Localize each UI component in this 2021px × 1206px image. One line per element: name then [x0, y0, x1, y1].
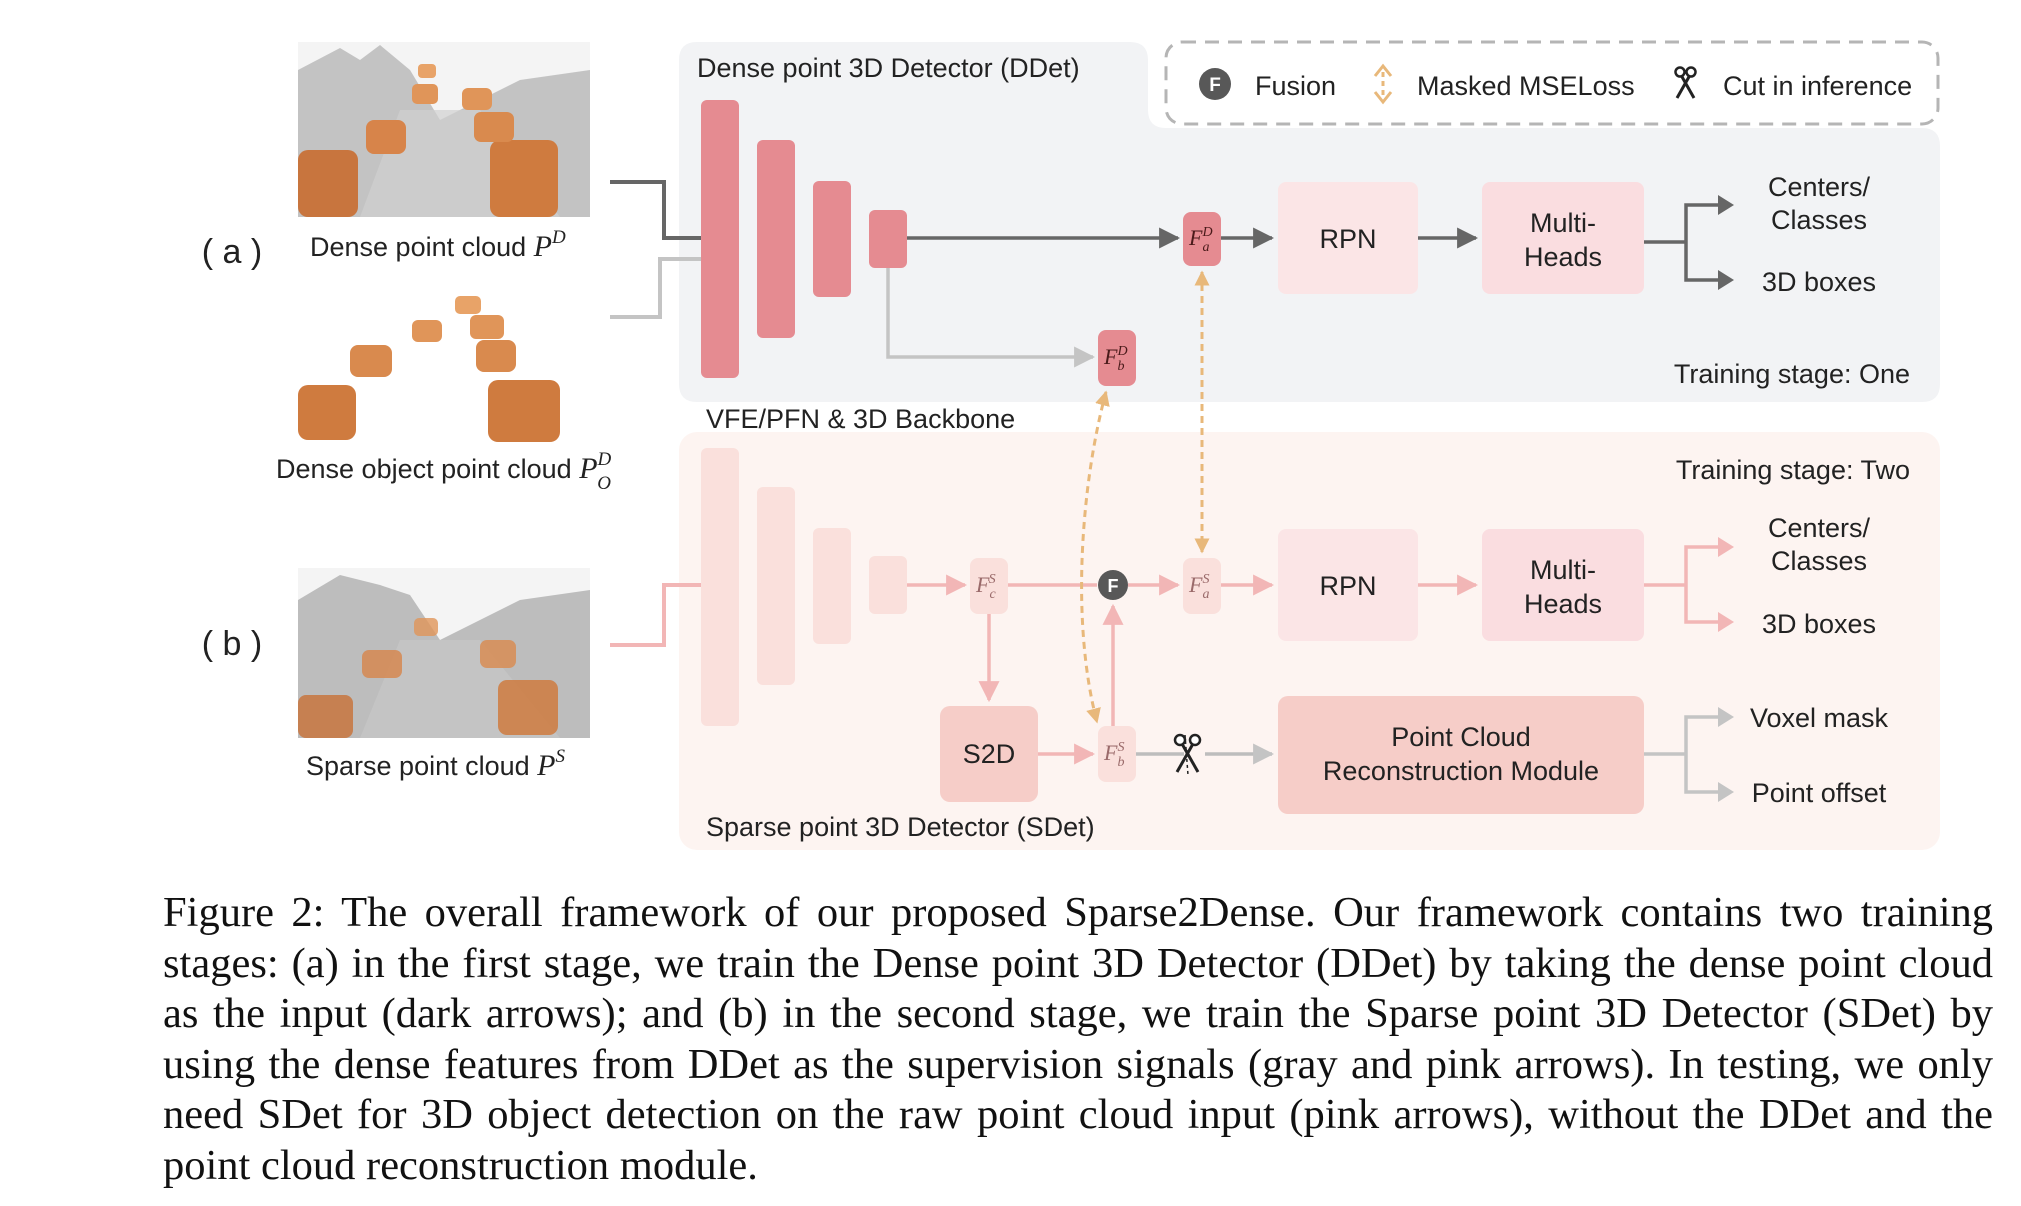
cut-legend-label: Cut in inference — [1723, 71, 1912, 101]
multi-heads-node-a — [1482, 182, 1644, 294]
boxes-b: 3D boxes — [1762, 609, 1876, 639]
fbs-label: FbS — [1103, 740, 1124, 770]
fusion-legend-icon — [1199, 68, 1231, 100]
centers-classes-b: Centers/Classes — [1768, 513, 1871, 576]
stage-two-label: Training stage: Two — [1676, 455, 1910, 485]
fas-node — [1183, 558, 1221, 614]
ddet-title: Dense point 3D Detector (DDet) — [697, 53, 1080, 83]
dark-input-arrow — [610, 180, 703, 240]
multi-heads-node-b — [1482, 529, 1644, 641]
row-b-label: ( b ) — [202, 625, 262, 663]
sparse-point-cloud-caption: Sparse point cloud PS — [306, 746, 565, 782]
sdet-title: Sparse point 3D Detector (SDet) — [706, 812, 1095, 842]
gray-input-arrow — [610, 257, 703, 319]
heads-to-outputs-b — [1644, 545, 1730, 624]
ddet-backbone-blocks — [701, 100, 907, 378]
fbd-label: FbD — [1103, 344, 1128, 374]
rpn-node-a — [1278, 182, 1418, 294]
scissors-icon — [1173, 733, 1202, 776]
point-offset-label: Point offset — [1752, 778, 1887, 808]
dense-point-cloud-image — [298, 42, 590, 217]
fusion-legend-label: Fusion — [1255, 71, 1336, 101]
stage-one-label: Training stage: One — [1674, 359, 1910, 389]
rpn-label-b: RPN — [1319, 571, 1376, 601]
scissors-legend-icon — [1674, 66, 1697, 99]
sdet-backbone-blocks — [701, 448, 907, 726]
masked-mse-legend-icon — [1373, 63, 1393, 105]
backbone-label: VFE/PFN & 3D Backbone — [706, 404, 1015, 434]
fas-label: FaS — [1188, 572, 1209, 602]
sparse-point-cloud-image — [298, 568, 590, 738]
s2d-node — [940, 706, 1038, 802]
s2d-label: S2D — [963, 739, 1016, 769]
pcr-to-outputs — [1644, 715, 1730, 794]
voxel-mask-label: Voxel mask — [1750, 703, 1889, 733]
boxes-a: 3D boxes — [1762, 267, 1876, 297]
dense-point-cloud-caption: Dense point cloud PD — [310, 227, 566, 263]
fcs-node — [970, 558, 1008, 614]
fbs-node — [1098, 726, 1136, 782]
figure-caption: Figure 2: The overall framework of our p… — [163, 889, 1993, 1189]
multi-heads-label-b: Multi-Heads — [1524, 555, 1602, 619]
fad-label: FaD — [1188, 225, 1213, 255]
centers-classes-a: Centers/Classes — [1768, 172, 1871, 235]
pcr-node — [1278, 696, 1644, 814]
masked-mse-legend-label: Masked MSELoss — [1417, 71, 1635, 101]
fusion-legend-symbol: F — [1209, 75, 1221, 96]
pink-input-arrow — [610, 583, 703, 647]
fcs-label: FcS — [975, 572, 996, 602]
fbd-node — [1098, 330, 1136, 386]
heads-to-outputs-a — [1644, 203, 1730, 282]
legend: F Fusion Masked MSELoss Cut in inference — [1164, 40, 1940, 126]
rpn-node-b — [1278, 529, 1418, 641]
fad-node — [1183, 212, 1221, 266]
multi-heads-label-a: Multi-Heads — [1524, 208, 1602, 272]
dense-object-point-cloud-image — [298, 292, 590, 442]
row-a-label: ( a ) — [202, 233, 262, 271]
fusion-icon-symbol: F — [1108, 576, 1119, 596]
framework-diagram: F Fusion Masked MSELoss Cut in inference… — [202, 40, 1940, 850]
masked-mse-fbd-fbs — [1080, 390, 1110, 724]
rpn-label-a: RPN — [1319, 224, 1376, 254]
ddet-to-fbd-arrow — [886, 268, 1096, 368]
